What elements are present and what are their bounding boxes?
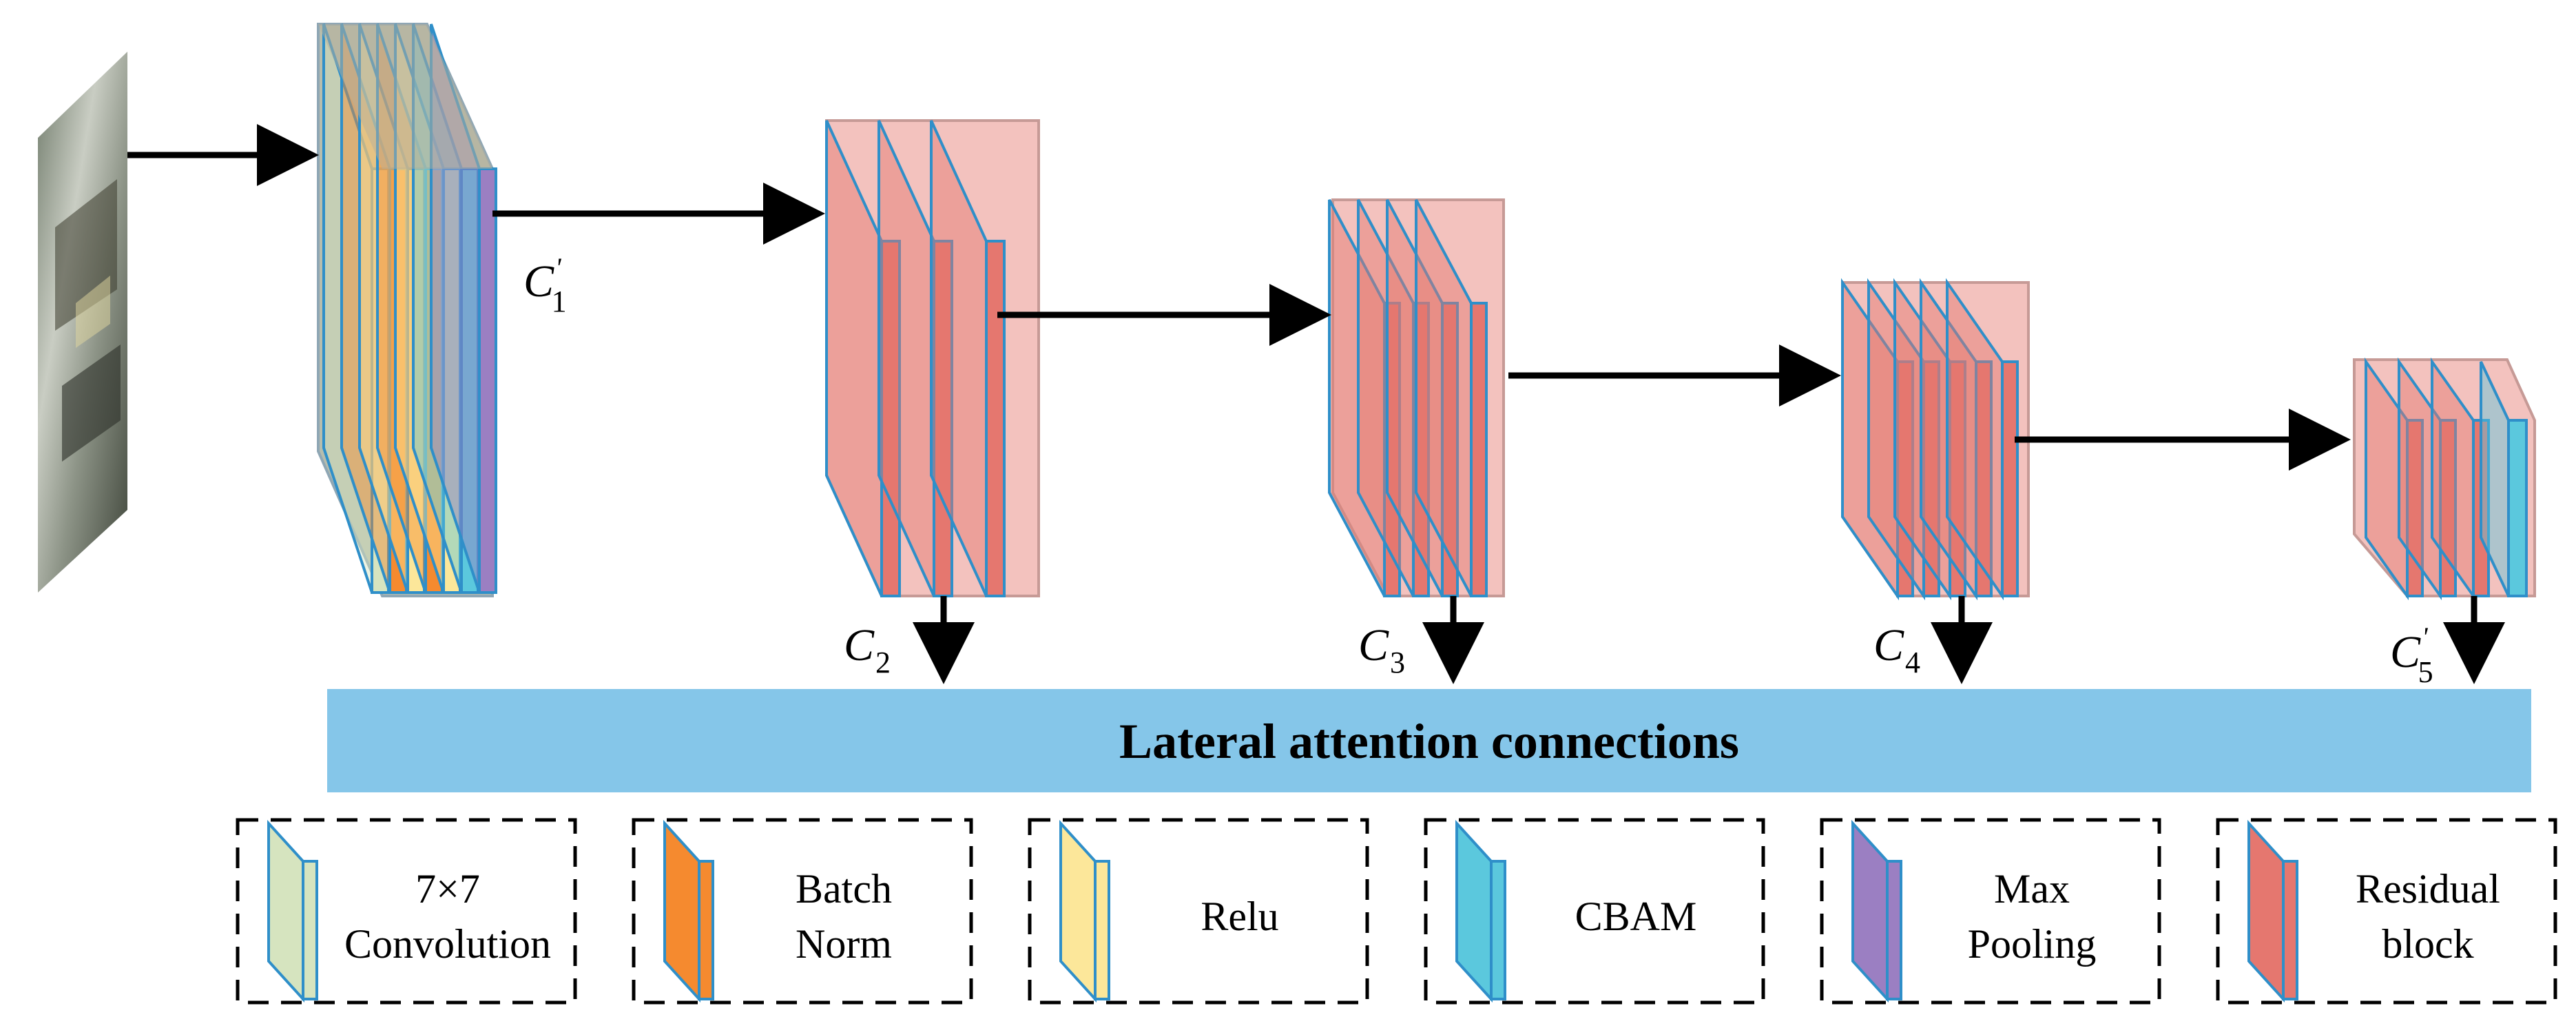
legend-label-line2: Pooling [1968,921,2097,967]
conv-layer-icon [267,819,318,1003]
legend-label-line1: CBAM [1575,894,1697,939]
block-c2 [825,119,1040,597]
legend-item-cbam: CBAM [1424,818,1765,1005]
residual-slab [1946,278,2019,601]
batch-norm-layer-icon [663,819,714,1003]
legend-label-line1: Max [1994,866,2070,912]
block-c4 [1841,278,2030,601]
arrows [127,124,2505,684]
cbam-slab [2480,361,2528,597]
legend-box [236,818,577,1005]
legend-box [1424,818,1765,1005]
residual-slab [2398,357,2457,601]
residual-slab [2365,357,2424,601]
stage-labels: C'1 C2 C3 C4 C'5 [523,252,2433,689]
max-pooling-layer-icon [1851,819,1902,1003]
legend-box [1028,818,1369,1005]
residual-slab [825,120,901,597]
residual-slab [877,120,953,597]
legend-label-line1: Residual [2356,866,2500,912]
legend-box [2216,818,2557,1005]
block-c3 [1328,198,1505,597]
residual-slab [2431,357,2490,601]
label-c5: C'5 [2390,621,2433,689]
relu-layer-icon [1059,819,1110,1003]
residual-block-layer-icon [2247,819,2298,1003]
legend-box [1820,818,2161,1005]
block-c1 [317,23,497,597]
legend-box [632,818,973,1005]
label-c4: C4 [1873,620,1920,679]
residual-slab [1415,199,1488,597]
label-c1: C'1 [523,252,567,318]
legend-label-line1: Batch [796,866,892,912]
legend-label-line1: 7×7 [415,866,480,912]
block-c5 [2353,357,2536,601]
legend-item-relu: Relu [1028,818,1369,1005]
legend-label-line2: Norm [796,921,892,967]
legend-label-line2: Convolution [344,921,551,967]
block-c1-top [318,24,492,169]
residual-slab [930,120,1006,597]
input-image [38,52,127,593]
legend-item-residual: Residual block [2216,818,2557,1005]
legend-label-line2: block [2382,921,2473,967]
label-c3: C3 [1358,620,1405,679]
banner-text: Lateral attention connections [1119,714,1739,769]
lateral-attention-banner: Lateral attention connections [327,689,2531,792]
cbam-layer-icon [1455,819,1506,1003]
label-c2: C2 [844,620,891,679]
feature-blocks [317,23,2536,601]
legend-label-line1: Relu [1201,894,1278,939]
